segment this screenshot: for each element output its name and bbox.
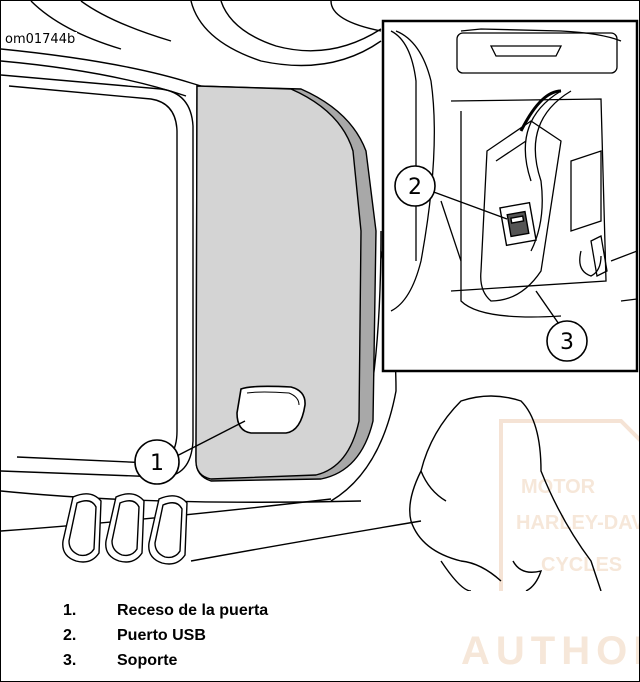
- legend-item: 3. Soporte: [63, 648, 268, 673]
- figure-id-label: om01744b: [3, 32, 78, 47]
- inset-detail: 2 3: [381, 19, 639, 373]
- legend-number: 1.: [63, 601, 77, 619]
- watermark: MOTOR HARLEY-DAV CYCLES: [499, 419, 639, 591]
- legend-number: 2.: [63, 626, 77, 644]
- usb-port: [499, 201, 537, 247]
- watermark-line-2: HARLEY-DAV: [516, 512, 639, 534]
- fairing-illustration: MOTOR HARLEY-DAV CYCLES: [1, 1, 639, 591]
- watermark-line-1: MOTOR: [521, 476, 596, 498]
- legend-number: 3.: [63, 651, 77, 669]
- callout-1-label: 1: [150, 451, 164, 476]
- watermark-line-3: CYCLES: [541, 554, 622, 576]
- switch-buttons: [62, 493, 188, 565]
- watermark-line-4: AUTHOR: [461, 629, 639, 673]
- door-panel: [195, 85, 377, 482]
- legend-item: 1. Receso de la puerta: [63, 598, 268, 623]
- legend-text: Puerto USB: [117, 626, 206, 644]
- callout-3-label: 3: [560, 330, 574, 355]
- callout-3: 3: [535, 290, 588, 362]
- legend: 1. Receso de la puerta 2. Puerto USB 3. …: [63, 598, 268, 673]
- callout-2-label: 2: [408, 175, 422, 200]
- callout-1: 1: [134, 420, 246, 485]
- watermark-bottom: AUTHOR: [461, 629, 639, 674]
- legend-item: 2. Puerto USB: [63, 623, 268, 648]
- callout-2: 2: [394, 165, 508, 220]
- legend-text: Receso de la puerta: [117, 601, 269, 619]
- legend-text: Soporte: [117, 651, 178, 669]
